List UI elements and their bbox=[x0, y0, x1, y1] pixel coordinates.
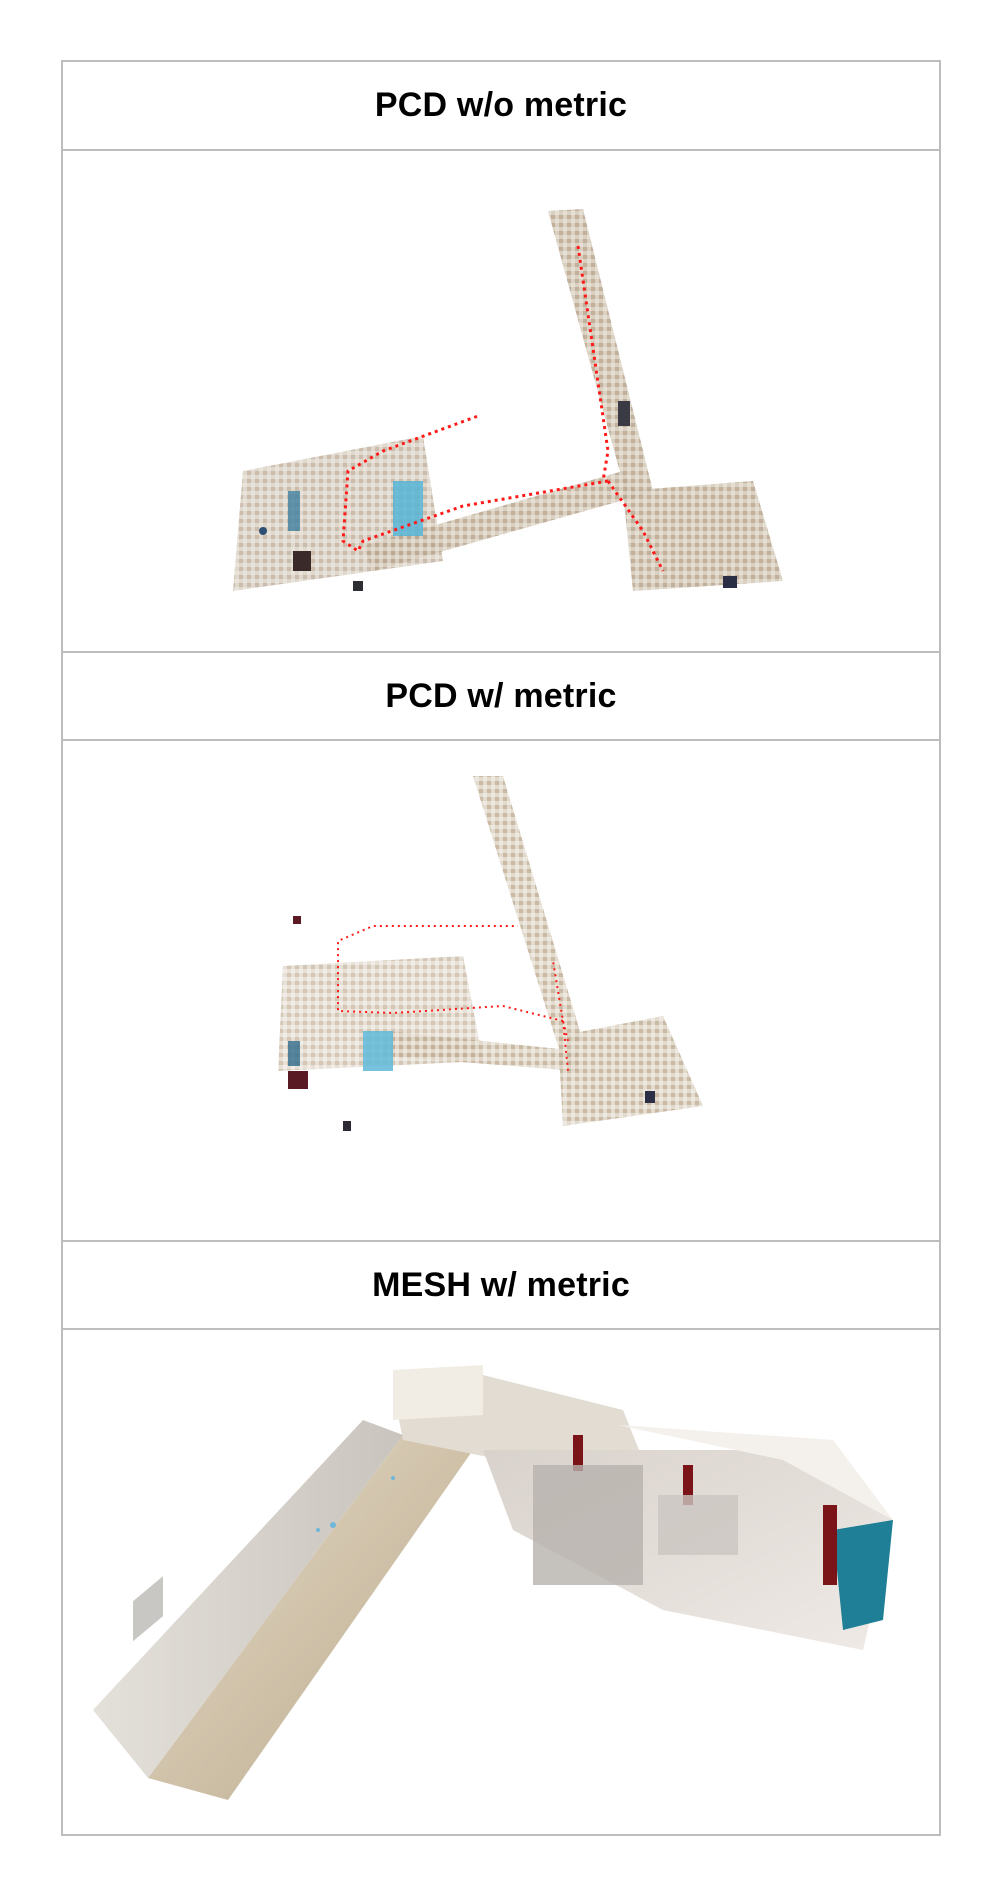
divider bbox=[63, 1240, 939, 1242]
panel-2-title: PCD w/ metric bbox=[385, 676, 617, 715]
panel-1-title: PCD w/o metric bbox=[374, 86, 628, 124]
divider bbox=[63, 149, 939, 151]
figure-table: PCD w/o metric bbox=[61, 60, 941, 1836]
mesh-with-metric-image bbox=[63, 1330, 939, 1834]
pcd-without-metric-image bbox=[63, 151, 939, 651]
divider bbox=[63, 1328, 939, 1330]
panel-3-title: MESH w/ metric bbox=[372, 1265, 630, 1304]
divider bbox=[63, 651, 939, 653]
pcd-with-metric-image bbox=[63, 741, 939, 1240]
divider bbox=[63, 739, 939, 741]
